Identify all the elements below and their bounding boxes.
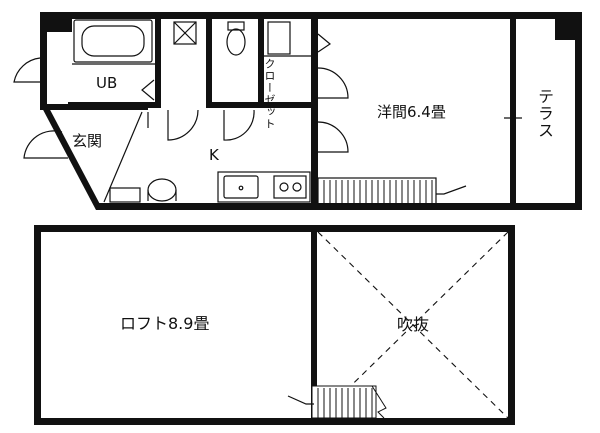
terrace-label: テラス: [535, 88, 554, 139]
stair-arrow-loft: [287, 395, 314, 405]
loft-label: ロフト8.9畳: [120, 314, 210, 333]
ub-label: UB: [96, 74, 118, 92]
stair-arrow-upper: [436, 185, 467, 195]
loft-stairs: [311, 385, 387, 419]
kitchen-label: K: [209, 146, 219, 164]
upper-floor-fixtures: [72, 19, 437, 205]
upper-stair-treads: [323, 180, 433, 203]
loft-walls: [34, 225, 515, 425]
genkan-label: 玄関: [72, 132, 103, 150]
upper-floor-walls: [40, 12, 582, 210]
closet-label: クローゼット: [263, 58, 276, 130]
upper-doors: [13, 33, 522, 178]
western-room-label: 洋間6.4畳: [377, 103, 446, 121]
fukinuke-label: 吹抜: [397, 315, 430, 334]
